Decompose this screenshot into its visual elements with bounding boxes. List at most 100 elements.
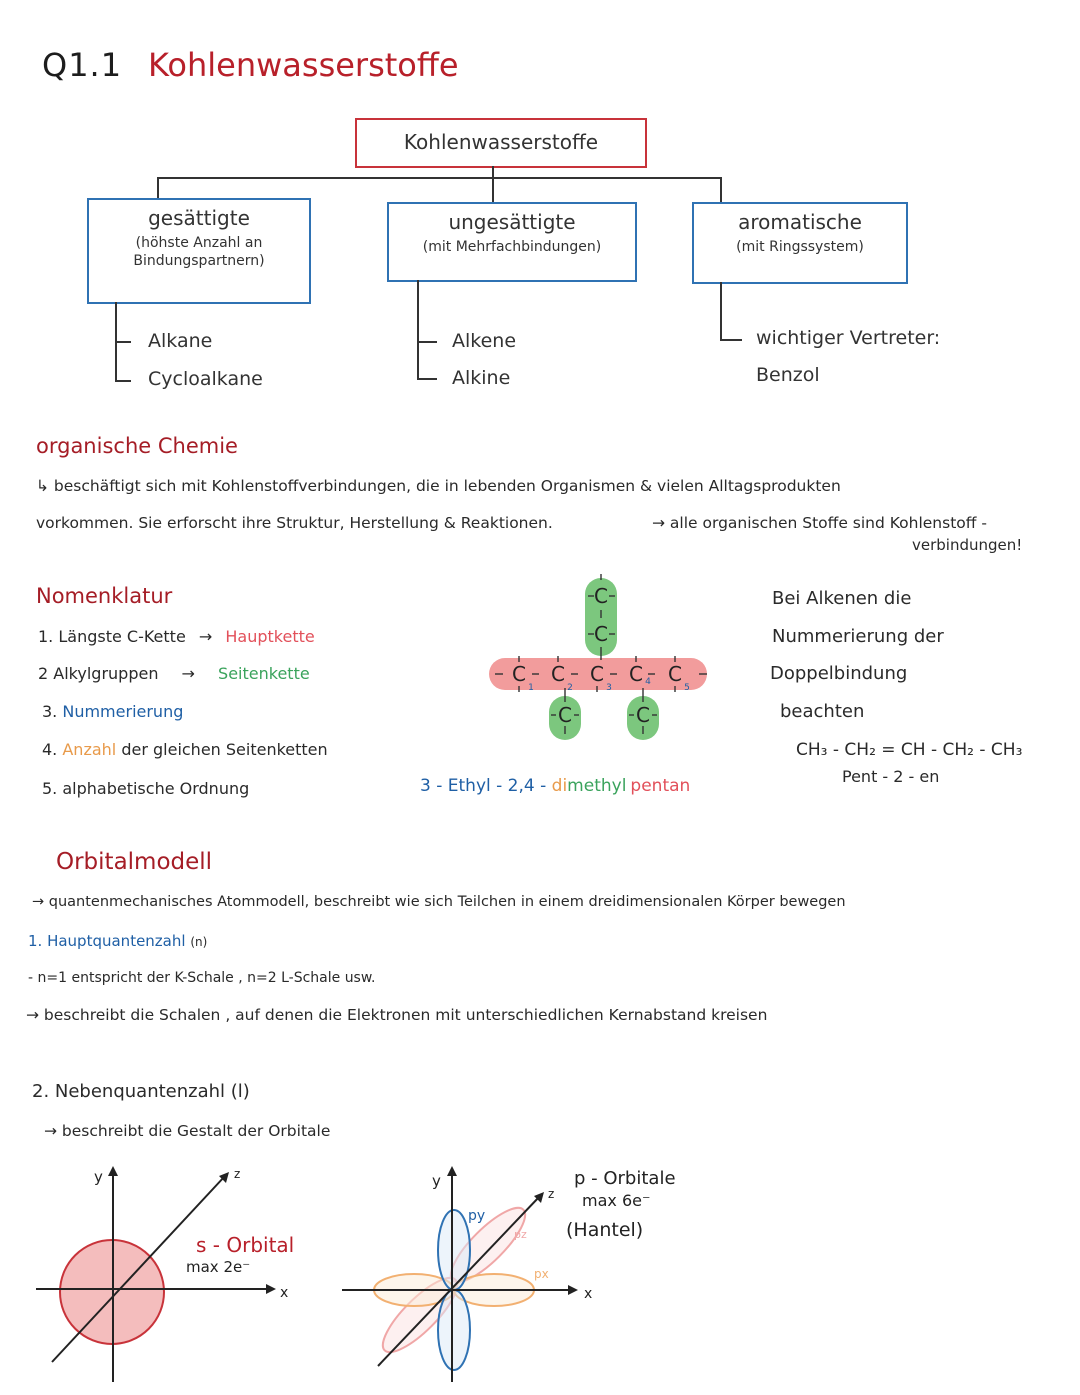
axis-label-z: z (548, 1187, 554, 1201)
item-tag: Seitenkette (218, 664, 310, 683)
tree-leaf: Alkine (452, 367, 511, 389)
carbon-atom: C (594, 622, 608, 646)
s-orbital-max: max 2e⁻ (186, 1258, 250, 1276)
carbon-atom: C (558, 703, 572, 727)
chain-number: 1 (528, 683, 534, 693)
side-chain-highlight (627, 696, 659, 740)
arrow-icon (568, 1285, 578, 1295)
py-label: py (468, 1208, 485, 1224)
arrow-icon: → (198, 627, 213, 646)
py-lobe (437, 1289, 471, 1371)
connector (720, 177, 722, 203)
title-text: 1. Hauptquantenzahl (28, 932, 186, 950)
arrow-icon (534, 1192, 544, 1203)
chain-number: 5 (684, 683, 690, 693)
z-axis (377, 1195, 541, 1367)
tree-leaf: Alkane (148, 330, 213, 352)
connector (157, 177, 159, 199)
tree-box-saturated: gesättigte (höhste Anzahl an Bindungspar… (87, 198, 311, 304)
tree-leaf: wichtiger Vertreter: (756, 327, 941, 349)
axis-label-x: x (280, 1285, 288, 1301)
connector (417, 341, 437, 343)
px-label: px (534, 1267, 549, 1281)
organic-note: → alle organischen Stoffe sind Kohlensto… (652, 514, 987, 532)
carbon-atom: C (668, 662, 682, 686)
s-orbital-diagram: y x z s - Orbital max 2e⁻ (36, 1166, 294, 1382)
structural-formula: C C C C C C C C C 1 2 3 4 5 (489, 574, 707, 740)
p-orbital-diagram: y x z py pz px p - Orbitale max 6e⁻ (Han… (342, 1166, 676, 1382)
arrow-icon (219, 1172, 229, 1183)
carbon-atom: C (512, 662, 526, 686)
connector (115, 380, 131, 382)
nomenclature-item: 2 Alkylgruppen → Seitenkette (38, 664, 310, 683)
item-highlight: Anzahl (62, 740, 117, 759)
alkene-note-line: beachten (780, 701, 865, 722)
item-number: 4. (42, 740, 58, 759)
p-orbital-max: max 6e⁻ (582, 1191, 650, 1210)
connector (492, 177, 494, 203)
box-subtitle: (mit Mehrfachbindungen) (422, 239, 602, 255)
quantum-number-1-line2: → beschreibt die Schalen , auf denen die… (26, 1006, 768, 1024)
axis-label-y: y (94, 1168, 103, 1186)
alkene-note-line: Nummerierung der (772, 626, 944, 647)
nomenclature-heading: Nomenklatur (36, 584, 173, 608)
organic-note-cont: verbindungen! (912, 536, 1023, 554)
connector (417, 378, 437, 380)
tree-root-box: Kohlenwasserstoffe (355, 118, 647, 168)
name-part-di: di (551, 776, 568, 796)
tree-box-aromatic: aromatische (mit Ringssystem) (692, 202, 908, 284)
nomenclature-item: 1. Längste C-Kette → Hauptkette (38, 627, 315, 646)
chain-number: 3 (606, 683, 612, 693)
quantum-number-2-title: 2. Nebenquantenzahl (l) (32, 1081, 250, 1102)
box-title: aromatische (738, 210, 862, 234)
carbon-atom: C (629, 662, 643, 686)
tree-root-label: Kohlenwasserstoffe (403, 130, 599, 154)
connector (720, 282, 722, 340)
alkene-note-line: Doppelbindung (770, 663, 908, 684)
tree-box-unsaturated: ungesättigte (mit Mehrfachbindungen) (387, 202, 637, 282)
carbon-atom: C (636, 703, 650, 727)
organic-text-line1: ↳ beschäftigt sich mit Kohlenstoffverbin… (36, 477, 841, 495)
carbon-atom: C (551, 662, 565, 686)
quantum-number-1-line1: - n=1 entspricht der K-Schale , n=2 L-Sc… (28, 970, 376, 986)
alkene-note-line: Bei Alkenen die (772, 588, 912, 609)
connector (417, 280, 419, 380)
axis-label-z: z (234, 1167, 240, 1181)
connector (492, 166, 494, 178)
nomenclature-item: 4. Anzahl der gleichen Seitenketten (42, 740, 328, 759)
box-subtitle: (mit Ringssystem) (736, 239, 864, 255)
connector (115, 341, 131, 343)
p-orbital-label: p - Orbitale (574, 1168, 676, 1189)
organic-text-line2: vorkommen. Sie erforscht ihre Struktur, … (36, 514, 553, 532)
axis-label-y: y (432, 1172, 441, 1190)
formula: CH₃ - CH₂ = CH - CH₂ - CH₃ (796, 740, 1023, 760)
pz-label: pz (514, 1228, 527, 1241)
item-text: Längste C-Kette (58, 627, 186, 646)
chain-number: 4 (645, 677, 651, 687)
item-text: der gleichen Seitenketten (121, 740, 328, 759)
arrow-icon (108, 1166, 118, 1176)
orbital-intro: → quantenmechanisches Atommodell, beschr… (32, 894, 846, 910)
name-part-ethyl: 3 - Ethyl (420, 776, 491, 796)
item-number: 3. (42, 702, 58, 721)
orbital-heading: Orbitalmodell (56, 849, 213, 875)
box-title: ungesättigte (448, 210, 576, 234)
item-text: Alkylgruppen (53, 664, 159, 683)
connector (720, 339, 742, 341)
tree-leaf: Benzol (756, 364, 820, 386)
quantum-number-1-title: 1. Hauptquantenzahl (n) (28, 932, 207, 950)
formula-name: Pent - 2 - en (842, 767, 940, 786)
item-text: alphabetische Ordnung (62, 779, 250, 798)
item-tag: Hauptkette (225, 627, 315, 646)
organic-heading: organische Chemie (36, 434, 238, 458)
chain-number: 2 (567, 683, 573, 693)
name-part-locants: - 2,4 - (490, 776, 552, 796)
item-number: 2 (38, 664, 49, 683)
carbon-atom: C (594, 584, 608, 608)
box-title: gesättigte (148, 206, 250, 230)
axis-label-x: x (584, 1286, 592, 1302)
connector (157, 177, 722, 179)
arrow-icon (266, 1284, 276, 1294)
section-number: Q1.1 (42, 46, 123, 84)
